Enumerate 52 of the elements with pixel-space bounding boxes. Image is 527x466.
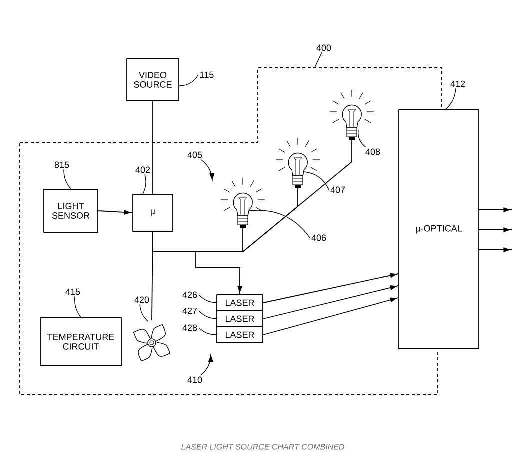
leader-line	[142, 174, 146, 194]
fan-drawing	[133, 324, 171, 362]
laser-box: LASER	[216, 326, 264, 344]
arrow	[263, 298, 399, 336]
leader-arrow	[200, 159, 215, 182]
leader-arrow	[200, 354, 214, 376]
connector-line	[152, 101, 154, 194]
laser-box: LASER	[216, 310, 264, 328]
reference-number: 427	[182, 308, 198, 314]
reference-number: 415	[66, 288, 80, 296]
leader-line	[74, 296, 82, 318]
leader-line	[140, 304, 148, 322]
circuit-box: TEMPERATURE CIRCUIT	[40, 318, 122, 366]
output-arrow	[479, 247, 512, 253]
reference-number: 420	[134, 296, 150, 304]
light-bulb-drawing	[276, 138, 320, 188]
leader-line	[446, 88, 456, 110]
reference-number: 115	[200, 72, 214, 78]
arrow	[263, 286, 399, 320]
arrow	[98, 210, 133, 216]
light-bulb-drawing	[220, 178, 266, 228]
caption: LASER LIGHT SOURCE CHART COMBINED	[182, 444, 344, 450]
reference-number: 428	[182, 324, 198, 332]
source-box: VIDEO SOURCE	[126, 58, 180, 102]
reference-number: 407	[330, 186, 346, 194]
reference-number: 406	[312, 234, 326, 242]
optical-box: µ-OPTICAL	[398, 110, 480, 350]
leader-line	[198, 328, 217, 336]
output-arrow	[479, 207, 512, 213]
processor-box: µ	[132, 194, 174, 232]
reference-number: 410	[188, 376, 202, 384]
leader-line	[304, 172, 330, 190]
reference-number: 402	[136, 166, 150, 174]
leader-line	[198, 294, 217, 304]
reference-number: 815	[54, 162, 70, 168]
light-bulb-drawing	[330, 90, 374, 140]
reference-number: 426	[182, 292, 198, 298]
leader-line	[314, 52, 322, 68]
sensor-box: LIGHT SENSOR	[44, 189, 98, 233]
leader-line	[198, 310, 217, 320]
leader-line	[249, 210, 310, 238]
leader-line	[358, 130, 366, 148]
reference-number: 408	[366, 148, 380, 156]
arrow	[152, 232, 243, 295]
leader-line	[179, 74, 199, 86]
reference-number: 405	[188, 152, 202, 158]
arrow	[263, 273, 399, 304]
reference-number: 400	[316, 44, 332, 52]
leader-line	[64, 169, 72, 190]
reference-number: 412	[450, 80, 466, 88]
laser-box: LASER	[216, 294, 264, 312]
output-arrow	[479, 227, 512, 233]
